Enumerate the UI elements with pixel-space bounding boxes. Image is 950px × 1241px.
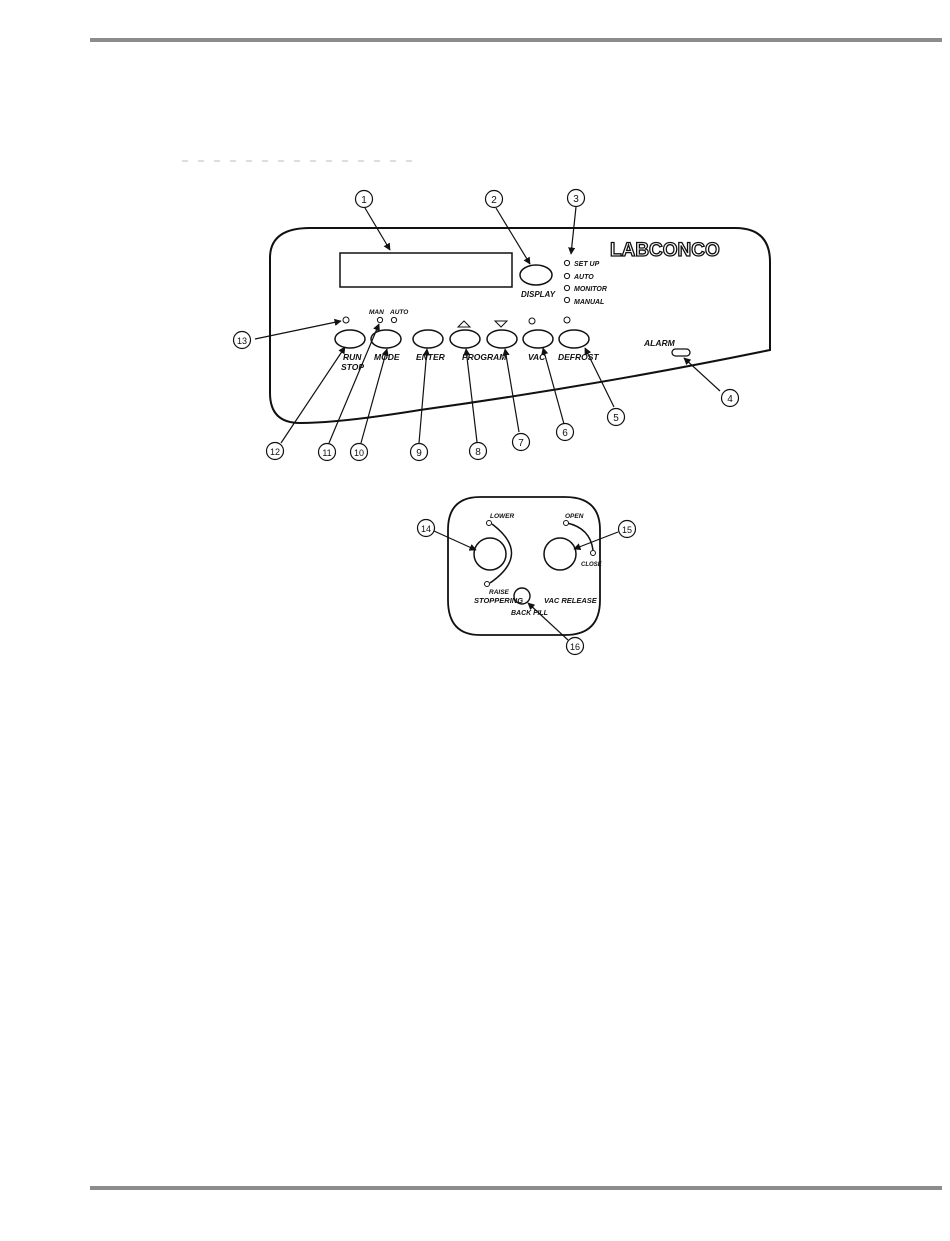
led-man-label: MAN [369,309,384,316]
mode-label: MODE [374,352,400,362]
callout-10: 10 [354,448,364,458]
leader-10 [361,349,387,443]
enter-button[interactable] [413,330,443,348]
open-label: OPEN [565,513,584,520]
leader-13 [255,321,341,339]
leader-2 [496,208,530,264]
stoppering-raise-dot [485,582,490,587]
led-monitor-label: MONITOR [574,286,607,293]
vac-release-knob[interactable] [544,538,576,570]
alarm-label: ALARM [643,338,676,348]
display-button[interactable] [520,265,552,285]
leader-8 [466,349,477,442]
leader-9 [419,349,427,443]
callout-16: 16 [570,642,580,652]
labconco-logo: LABCONCO [610,240,720,261]
stoppering-knob[interactable] [474,538,506,570]
callout-5: 5 [613,413,619,424]
led-monitor [564,285,569,290]
callout-4: 4 [727,394,733,405]
leader-7 [505,349,519,432]
leader-15 [574,532,618,549]
callout-3: 3 [573,194,579,205]
run-stop-button[interactable] [335,330,365,348]
lcd-display [340,253,512,287]
stoppering-lower-dot [487,521,492,526]
led-vac [529,318,535,324]
leader-5 [585,348,614,407]
led-run [343,317,349,323]
display-label: DISPLAY [521,290,556,299]
vac-label: VAC [528,352,546,362]
callout-6: 6 [562,428,568,439]
close-label: CLOSE [581,562,603,568]
led-auto-mode [391,317,396,322]
led-auto-mode-label: AUTO [389,309,408,316]
led-setup [564,260,569,265]
program-up-button[interactable] [450,330,480,348]
led-auto-label: AUTO [573,274,594,281]
alarm-indicator [672,349,690,356]
callout-13: 13 [237,336,247,346]
lower-label: LOWER [490,513,514,520]
leader-3 [571,207,576,254]
program-down-button[interactable] [487,330,517,348]
callout-9: 9 [416,448,422,459]
vac-button[interactable] [523,330,553,348]
callout-1: 1 [361,195,367,206]
callout-15: 15 [622,525,632,535]
callout-14: 14 [421,524,431,534]
callout-2: 2 [491,195,497,206]
callout-11: 11 [322,448,331,458]
defrost-label: DEFROST [558,352,599,362]
led-manual-label: MANUAL [574,299,604,306]
led-man [377,317,382,322]
led-setup-label: SET UP [574,261,600,268]
leader-14 [434,531,476,550]
raise-label: RAISE [489,589,510,596]
callout-8: 8 [475,447,481,458]
defrost-button[interactable] [559,330,589,348]
led-auto [564,273,569,278]
down-arrow-icon [495,321,507,327]
led-defrost [564,317,570,323]
vac-release-label: VAC RELEASE [544,596,598,605]
vac-open-dot [564,521,569,526]
vac-release-arc [567,523,593,550]
run-label: RUN [343,352,362,362]
callout-7: 7 [518,438,524,449]
vac-close-dot [591,551,596,556]
up-arrow-icon [458,321,470,327]
callout-12: 12 [270,447,280,457]
program-label: PROGRAM [462,352,507,362]
stoppering-arc [490,524,512,583]
led-manual [564,297,569,302]
status-led-group: SET UP AUTO MONITOR MANUAL [564,260,607,306]
enter-label: ENTER [416,352,446,362]
